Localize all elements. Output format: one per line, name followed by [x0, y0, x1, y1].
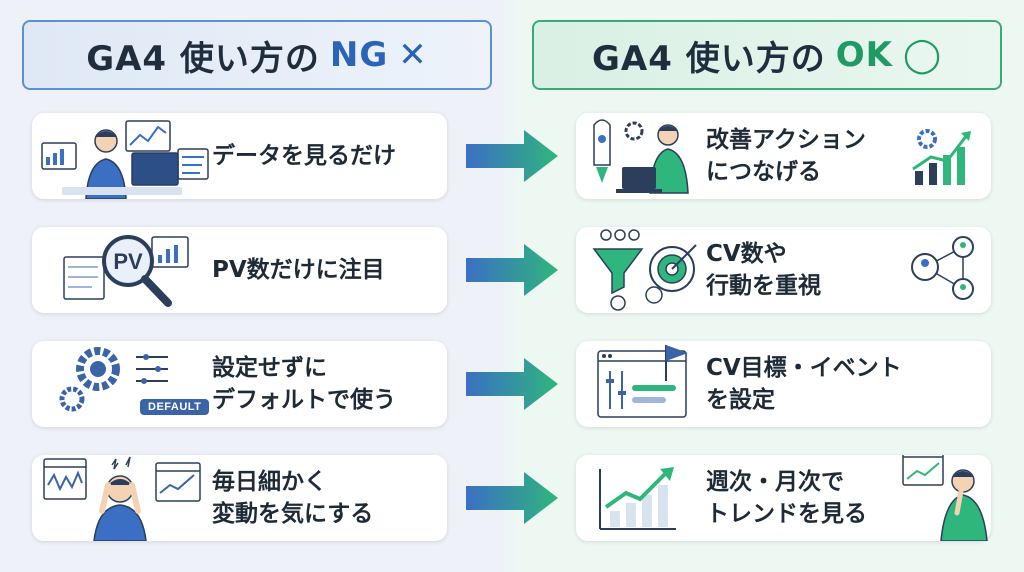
ok-header-prefix: GA4 使い方の — [591, 38, 826, 79]
ng-item-1-line1: データを見るだけ — [212, 143, 396, 169]
ng-header: GA4 使い方の NG ✕ — [22, 20, 492, 90]
ng-item-3-line1: 設定せずに — [212, 355, 327, 381]
ok-header-accent: OK — [835, 35, 893, 75]
ng-item-3-text: 設定せずに デフォルトで使う — [212, 352, 396, 416]
ng-card-4: 毎日細かく 変動を気にする — [32, 455, 447, 542]
user-network-icon — [901, 227, 991, 313]
arrow-right-icon — [466, 472, 558, 524]
ok-card-1: 改善アクション につなげる — [576, 113, 991, 199]
ok-item-1-line1: 改善アクション — [706, 127, 866, 153]
ok-card-4: 週次・月次で トレンドを見る — [576, 448, 991, 542]
ok-item-2-line1: CV数や — [706, 241, 787, 267]
ok-header: GA4 使い方の OK ◯ — [532, 20, 1002, 90]
x-mark-icon: ✕ — [398, 35, 428, 75]
trend-chart-icon — [576, 455, 706, 541]
ok-item-2-text: CV数や 行動を重視 — [706, 238, 901, 302]
ok-card-3: CV目標・イベント を設定 — [576, 341, 991, 427]
ng-item-3-line2: デフォルトで使う — [212, 387, 396, 413]
ng-card-3: DEFAULT 設定せずに デフォルトで使う — [32, 341, 447, 427]
analyst-screens-icon — [32, 113, 212, 200]
dashboard-flag-icon — [576, 341, 706, 427]
ng-card-2: PV PV数だけに注目 — [32, 227, 447, 313]
settings-gears-icon: DEFAULT — [32, 341, 212, 427]
pv-icon-label: PV — [113, 249, 143, 274]
growth-chart-icon — [901, 113, 991, 199]
funnel-target-icon — [576, 227, 706, 313]
ok-item-4-text: 週次・月次で トレンドを見る — [706, 466, 901, 530]
thinking-person-icon — [901, 448, 991, 542]
rocket-laptop-icon — [576, 113, 706, 199]
ok-item-4-line2: トレンドを見る — [706, 501, 867, 527]
arrow-right-icon — [466, 358, 558, 410]
arrow-right-icon — [466, 130, 558, 182]
ok-item-3-line1: CV目標・イベント — [706, 355, 902, 381]
ng-header-accent: NG — [329, 35, 389, 75]
arrow-right-icon — [466, 244, 558, 296]
ok-item-3-line2: を設定 — [706, 387, 775, 413]
ng-item-4-line2: 変動を気にする — [212, 501, 374, 527]
ok-card-2: CV数や 行動を重視 — [576, 227, 991, 313]
ng-item-4-line1: 毎日細かく — [212, 469, 327, 495]
ng-item-4-text: 毎日細かく 変動を気にする — [212, 466, 373, 530]
ng-header-prefix: GA4 使い方の — [86, 38, 320, 79]
ng-card-1: データを見るだけ — [32, 113, 447, 200]
ok-item-3-text: CV目標・イベント を設定 — [706, 352, 991, 416]
ok-item-1-text: 改善アクション につなげる — [706, 124, 901, 188]
ok-item-4-line1: 週次・月次で — [706, 469, 844, 495]
stressed-person-icon — [32, 455, 212, 542]
default-badge: DEFAULT — [140, 399, 210, 415]
ng-item-1-text: データを見るだけ — [212, 140, 396, 172]
ok-item-1-line2: につなげる — [706, 159, 821, 185]
pv-magnifier-icon: PV — [32, 227, 212, 313]
circle-mark-icon: ◯ — [902, 35, 943, 75]
ng-item-2-line1: PV数だけに注目 — [212, 257, 385, 283]
ng-item-2-text: PV数だけに注目 — [212, 254, 385, 286]
ok-item-2-line2: 行動を重視 — [706, 273, 821, 299]
